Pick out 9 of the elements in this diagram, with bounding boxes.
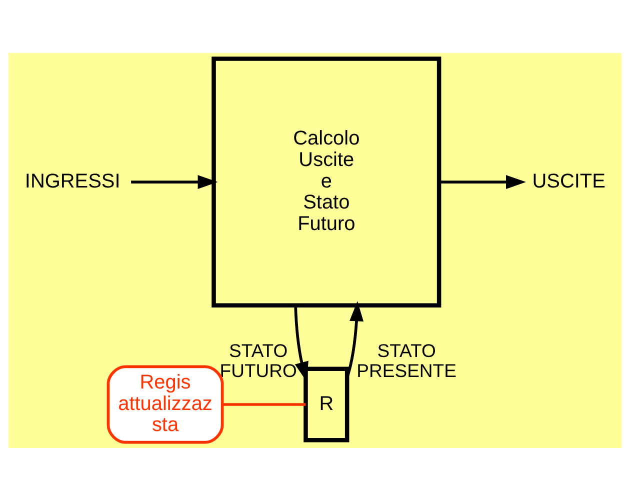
arrow — [131, 174, 218, 189]
arrow — [346, 300, 364, 378]
arrow — [439, 174, 526, 189]
edge-label: STATO PRESENTE — [356, 339, 456, 380]
connector — [222, 402, 306, 406]
node-box: Calcolo Uscite e Stato Futuro — [212, 56, 442, 308]
node-text: USCITE — [532, 170, 606, 192]
node-box: R — [304, 366, 350, 442]
node-text: INGRESSI — [24, 170, 120, 192]
